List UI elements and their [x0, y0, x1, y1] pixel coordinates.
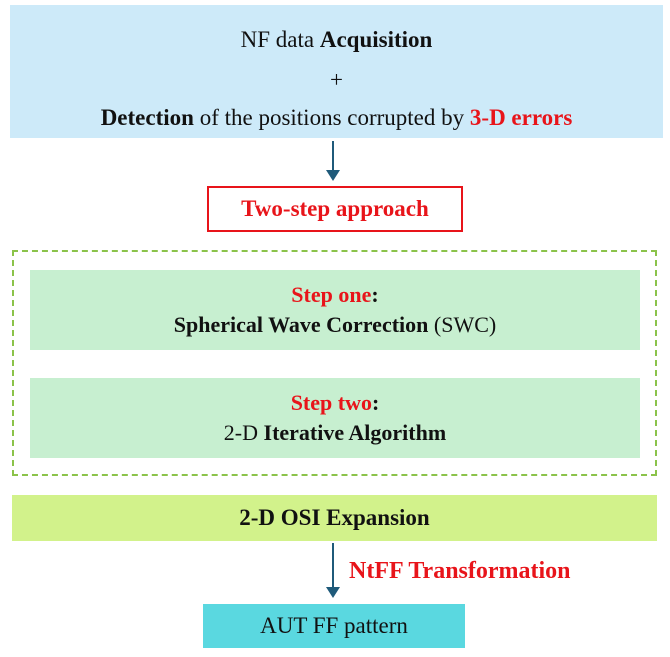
step-two-box: Step two: 2-D Iterative Algorithm — [30, 378, 640, 458]
osi-expansion-box: 2-D OSI Expansion — [12, 495, 657, 541]
step-one-title-line: Step one: — [30, 282, 640, 308]
acquisition-box: NF data Acquisition + Detection of the p… — [10, 5, 663, 138]
detection-text: of the positions corrupted by — [193, 105, 470, 130]
step-one-colon: : — [371, 282, 379, 307]
acquisition-keyword: Acquisition — [319, 27, 433, 52]
detection-keyword: Detection — [100, 105, 194, 130]
errors-keyword: 3-D errors — [469, 105, 573, 130]
aut-ff-pattern-box: AUT FF pattern — [203, 604, 465, 648]
step-one-box: Step one: Spherical Wave Correction (SWC… — [30, 270, 640, 350]
plus-sign: + — [330, 67, 343, 92]
steps-dashed-container — [12, 250, 657, 476]
step-one-desc-normal: (SWC) — [428, 312, 497, 337]
step-one-title: Step one — [291, 282, 372, 307]
arrow-down-1 — [326, 141, 340, 181]
acquisition-line-3: Detection of the positions corrupted by … — [10, 105, 663, 131]
step-one-description: Spherical Wave Correction (SWC) — [30, 312, 640, 338]
step-one-desc-bold: Spherical Wave Correction — [173, 312, 429, 337]
ntff-transformation-label: NtFF Transformation — [349, 558, 571, 584]
two-step-approach-box: Two-step approach — [207, 186, 463, 232]
step-two-desc-bold: Iterative Algorithm — [263, 420, 447, 445]
step-two-colon: : — [371, 390, 380, 415]
step-two-title-line: Step two: — [30, 390, 640, 416]
step-two-description: 2-D Iterative Algorithm — [30, 420, 640, 446]
acquisition-line-1: NF data Acquisition — [10, 27, 663, 53]
arrow-down-2 — [326, 543, 340, 598]
step-two-desc-prefix: 2-D — [223, 420, 264, 445]
acquisition-prefix: NF data — [240, 27, 320, 52]
step-two-title: Step two — [290, 390, 372, 415]
